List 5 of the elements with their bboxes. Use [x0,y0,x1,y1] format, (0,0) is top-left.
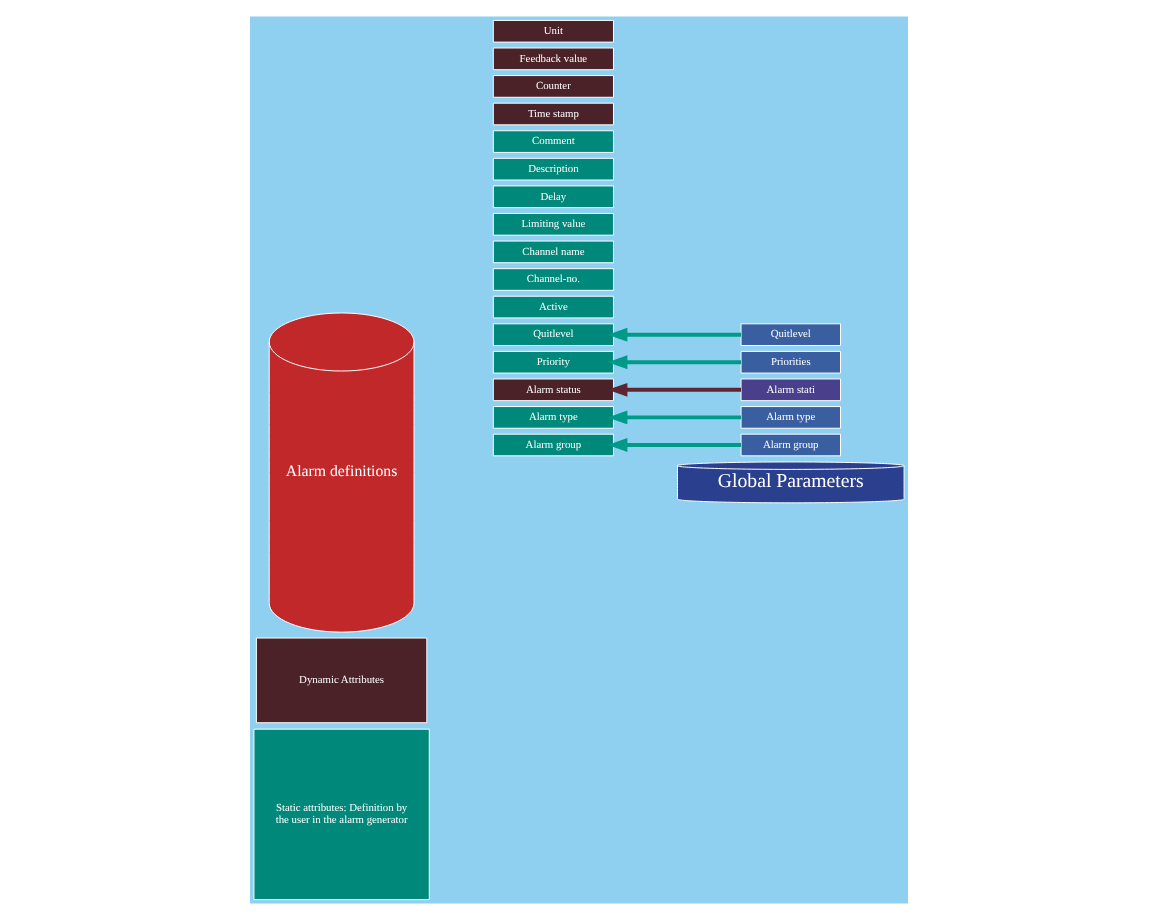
arrow [607,410,741,425]
arrow [607,382,741,397]
arrow [607,327,741,342]
arrow [607,438,741,452]
arrow [607,355,741,370]
